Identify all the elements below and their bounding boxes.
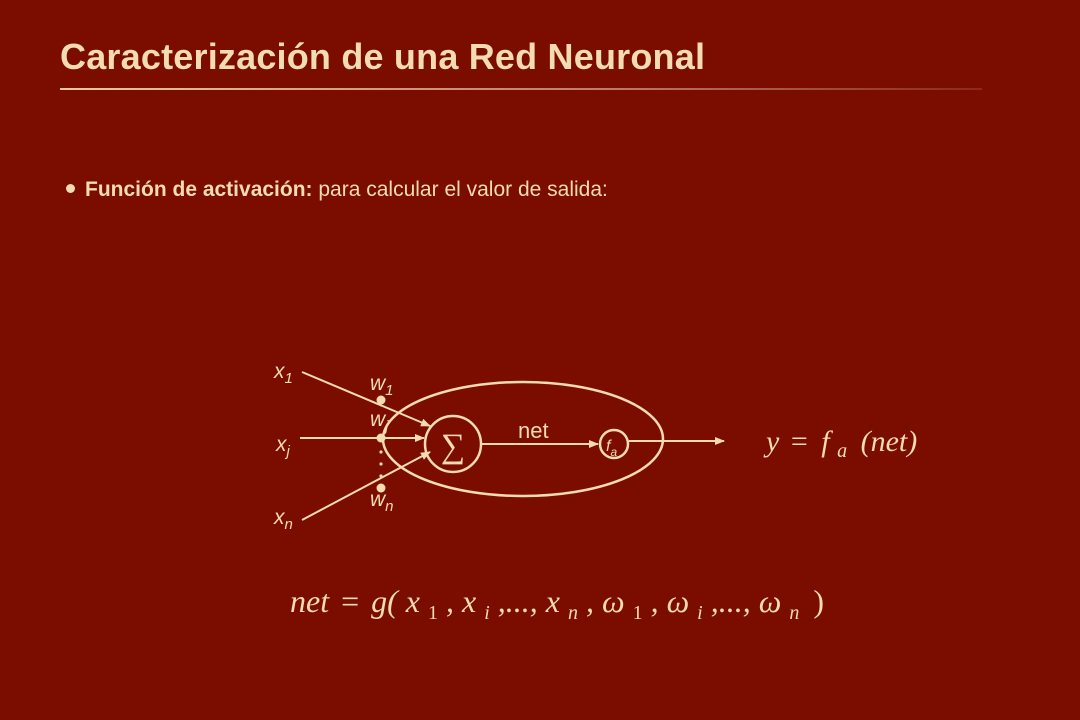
weight-label-wn: wn [370, 488, 394, 515]
bullet-text: para calcular el valor de salida: [312, 178, 608, 201]
input-label-x1: x1 [273, 360, 293, 387]
ellipsis-dot [379, 474, 383, 478]
ellipsis-dot [379, 450, 383, 454]
bullet-item: Función de activación: para calcular el … [66, 178, 608, 202]
weight-label-wj: wj [370, 408, 389, 435]
weight-dot-w1 [376, 395, 386, 405]
net-label: net [518, 418, 549, 443]
summation-symbol: ∑ [441, 428, 465, 465]
input-line-x1 [301, 371, 431, 427]
activation-label: fa [606, 438, 617, 459]
weight-label-w1: w1 [370, 372, 394, 399]
activation-node [598, 428, 630, 460]
neuron-ellipse [381, 380, 665, 498]
input-label-xn: xn [273, 506, 293, 533]
net-formula: net = g( x 1 , x i ,..., x n , ω 1 , ω i… [290, 583, 824, 626]
output-formula: y = f a (net) [763, 425, 917, 464]
title-underline [60, 88, 982, 90]
bullet-term: Función de activación: [85, 178, 313, 201]
input-line-xn [301, 451, 431, 521]
ellipsis-dot [379, 462, 383, 466]
input-label-xj: xj [275, 433, 291, 460]
slide-title: Caracterización de una Red Neuronal [60, 36, 706, 77]
weight-dot-wn [376, 483, 386, 493]
bullet-icon [66, 183, 75, 193]
